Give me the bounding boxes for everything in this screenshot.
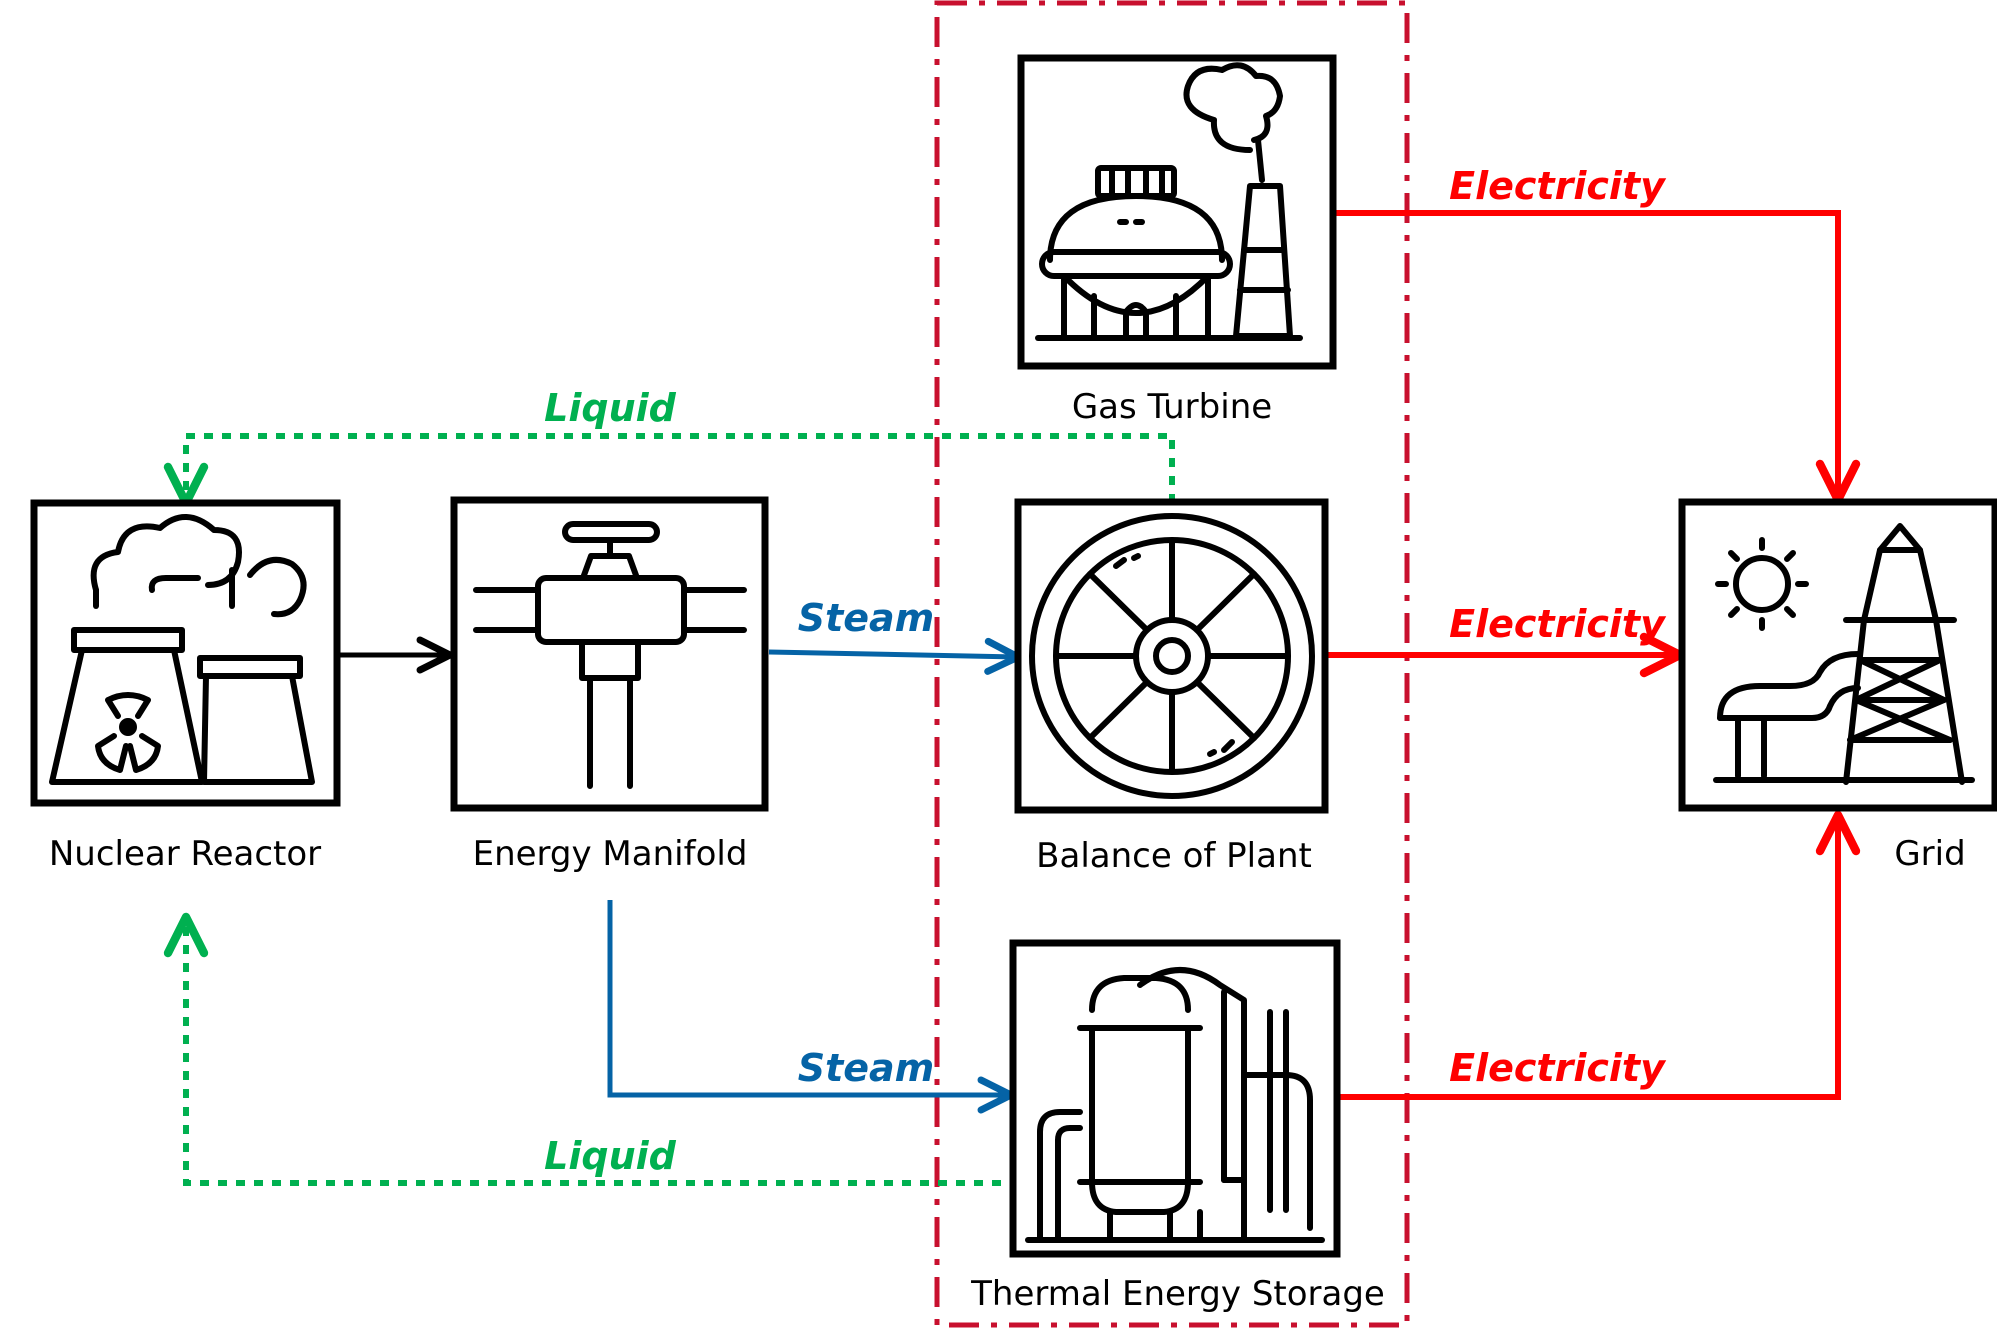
balance-of-plant-node xyxy=(1014,498,1329,814)
electricity-flow-label-top: Electricity xyxy=(1449,164,1665,208)
electricity-flow-label-bottom: Electricity xyxy=(1449,1046,1665,1090)
electricity-gas-turbine-to-grid xyxy=(1327,210,1861,505)
energy-manifold-node xyxy=(450,496,769,812)
grid-node xyxy=(1678,498,1997,812)
power-grid-icon xyxy=(1713,523,1975,785)
turbine-wheel-icon xyxy=(1029,513,1315,799)
balance-of-plant-label: Balance of Plant xyxy=(1036,836,1312,876)
steam-arrow-to-thermal-storage xyxy=(607,900,1015,1114)
thermal-energy-storage-node xyxy=(1009,939,1341,1258)
pipe-valve-icon xyxy=(473,521,747,789)
gas-turbine-node xyxy=(1017,54,1337,370)
steam-flow-label-top: Steam xyxy=(797,596,935,640)
nuclear-plant-icon xyxy=(49,514,315,785)
liquid-return-from-balance-of-plant xyxy=(163,433,1175,508)
liquid-return-from-thermal-storage xyxy=(163,912,1001,1186)
gas-turbine-label: Gas Turbine xyxy=(1071,387,1273,427)
energy-manifold-label: Energy Manifold xyxy=(472,834,748,874)
storage-tanks-icon xyxy=(1025,967,1325,1243)
electricity-thermal-storage-to-grid xyxy=(1333,810,1861,1100)
electricity-flow-label-middle: Electricity xyxy=(1449,602,1665,646)
system-boundary xyxy=(934,0,1410,1328)
nuclear-reactor-node xyxy=(30,499,341,807)
liquid-flow-label-top: Liquid xyxy=(544,386,676,430)
thermal-energy-storage-label: Thermal Energy Storage xyxy=(971,1274,1385,1314)
steam-flow-label-bottom: Steam xyxy=(797,1046,935,1090)
liquid-flow-label-bottom: Liquid xyxy=(544,1134,676,1178)
gas-plant-icon xyxy=(1035,62,1303,341)
steam-arrow-to-balance-of-plant xyxy=(768,637,1022,675)
nuclear-reactor-label: Nuclear Reactor xyxy=(48,834,322,874)
grid-label: Grid xyxy=(1894,834,1966,874)
